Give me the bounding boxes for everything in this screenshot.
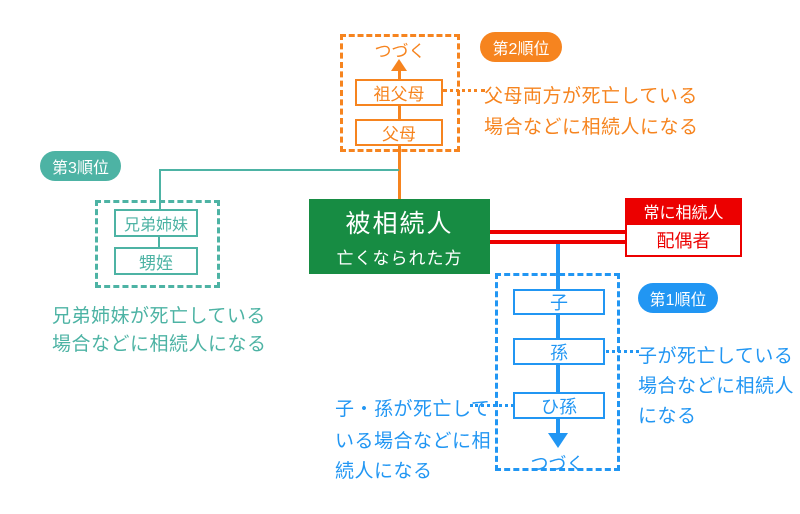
rank1-left-note-line2: いる場合などに相 — [335, 431, 492, 452]
rank3-horizontal-line — [159, 169, 399, 171]
great-grandchild-box: ひ孫 — [513, 392, 605, 419]
rank2-continues-label: つづく — [374, 42, 426, 61]
rank1-left-note-dotted-line — [470, 404, 514, 407]
rank2-note-dotted-line — [443, 89, 485, 92]
rank3-box-connector-line — [158, 236, 160, 248]
spouse-header: 常に相続人 — [625, 198, 742, 224]
deceased-box: 被相続人 亡くなられた方 — [309, 199, 490, 274]
up-arrow-icon — [391, 59, 407, 71]
rank1-left-note-line1: 子・孫が死亡して — [335, 399, 491, 420]
rank1-right-note-line2: 場合などに相続人 — [638, 376, 795, 397]
rank1-left-note-line3: 続人になる — [335, 461, 433, 482]
rank3-note-line2: 場合などに相続人になる — [52, 334, 267, 355]
rank3-vertical-line — [159, 169, 161, 210]
marriage-line-top — [490, 230, 625, 234]
rank2-to-center-line — [398, 146, 401, 199]
rank2-note-line1: 父母両方が死亡している — [484, 86, 698, 107]
rank1-continues-label: つづく — [530, 454, 585, 474]
deceased-title: 被相続人 — [345, 210, 454, 238]
rank3-group-box — [95, 200, 220, 288]
rank2-box-connector-line — [398, 106, 401, 119]
marriage-line-bottom — [490, 240, 625, 244]
rank2-group-box — [340, 34, 460, 152]
rank3-note-line1: 兄弟姉妹が死亡している — [52, 306, 266, 327]
spouse-box: 配偶者 — [625, 223, 742, 257]
down-arrow-icon — [548, 433, 568, 448]
rank1-badge: 第1順位 — [638, 283, 718, 313]
parents-box: 父母 — [355, 119, 443, 146]
rank1-right-note-line1: 子が死亡している — [638, 346, 794, 367]
rank2-arrow-shaft — [398, 70, 401, 80]
grandparents-box: 祖父母 — [355, 79, 443, 106]
rank2-badge: 第2順位 — [480, 32, 562, 62]
nephews-nieces-box: 甥姪 — [114, 247, 198, 275]
rank1-right-note-line3: になる — [638, 406, 697, 427]
rank1-right-note-dotted-line — [606, 350, 639, 353]
deceased-subtitle: 亡くなられた方 — [336, 249, 463, 268]
grandchild-box: 孫 — [513, 338, 605, 365]
rank3-badge: 第3順位 — [40, 151, 121, 181]
child-box: 子 — [513, 289, 605, 315]
siblings-box: 兄弟姉妹 — [114, 209, 198, 237]
rank1-group-box — [495, 273, 620, 471]
rank2-note-line2: 場合などに相続人になる — [484, 117, 699, 138]
